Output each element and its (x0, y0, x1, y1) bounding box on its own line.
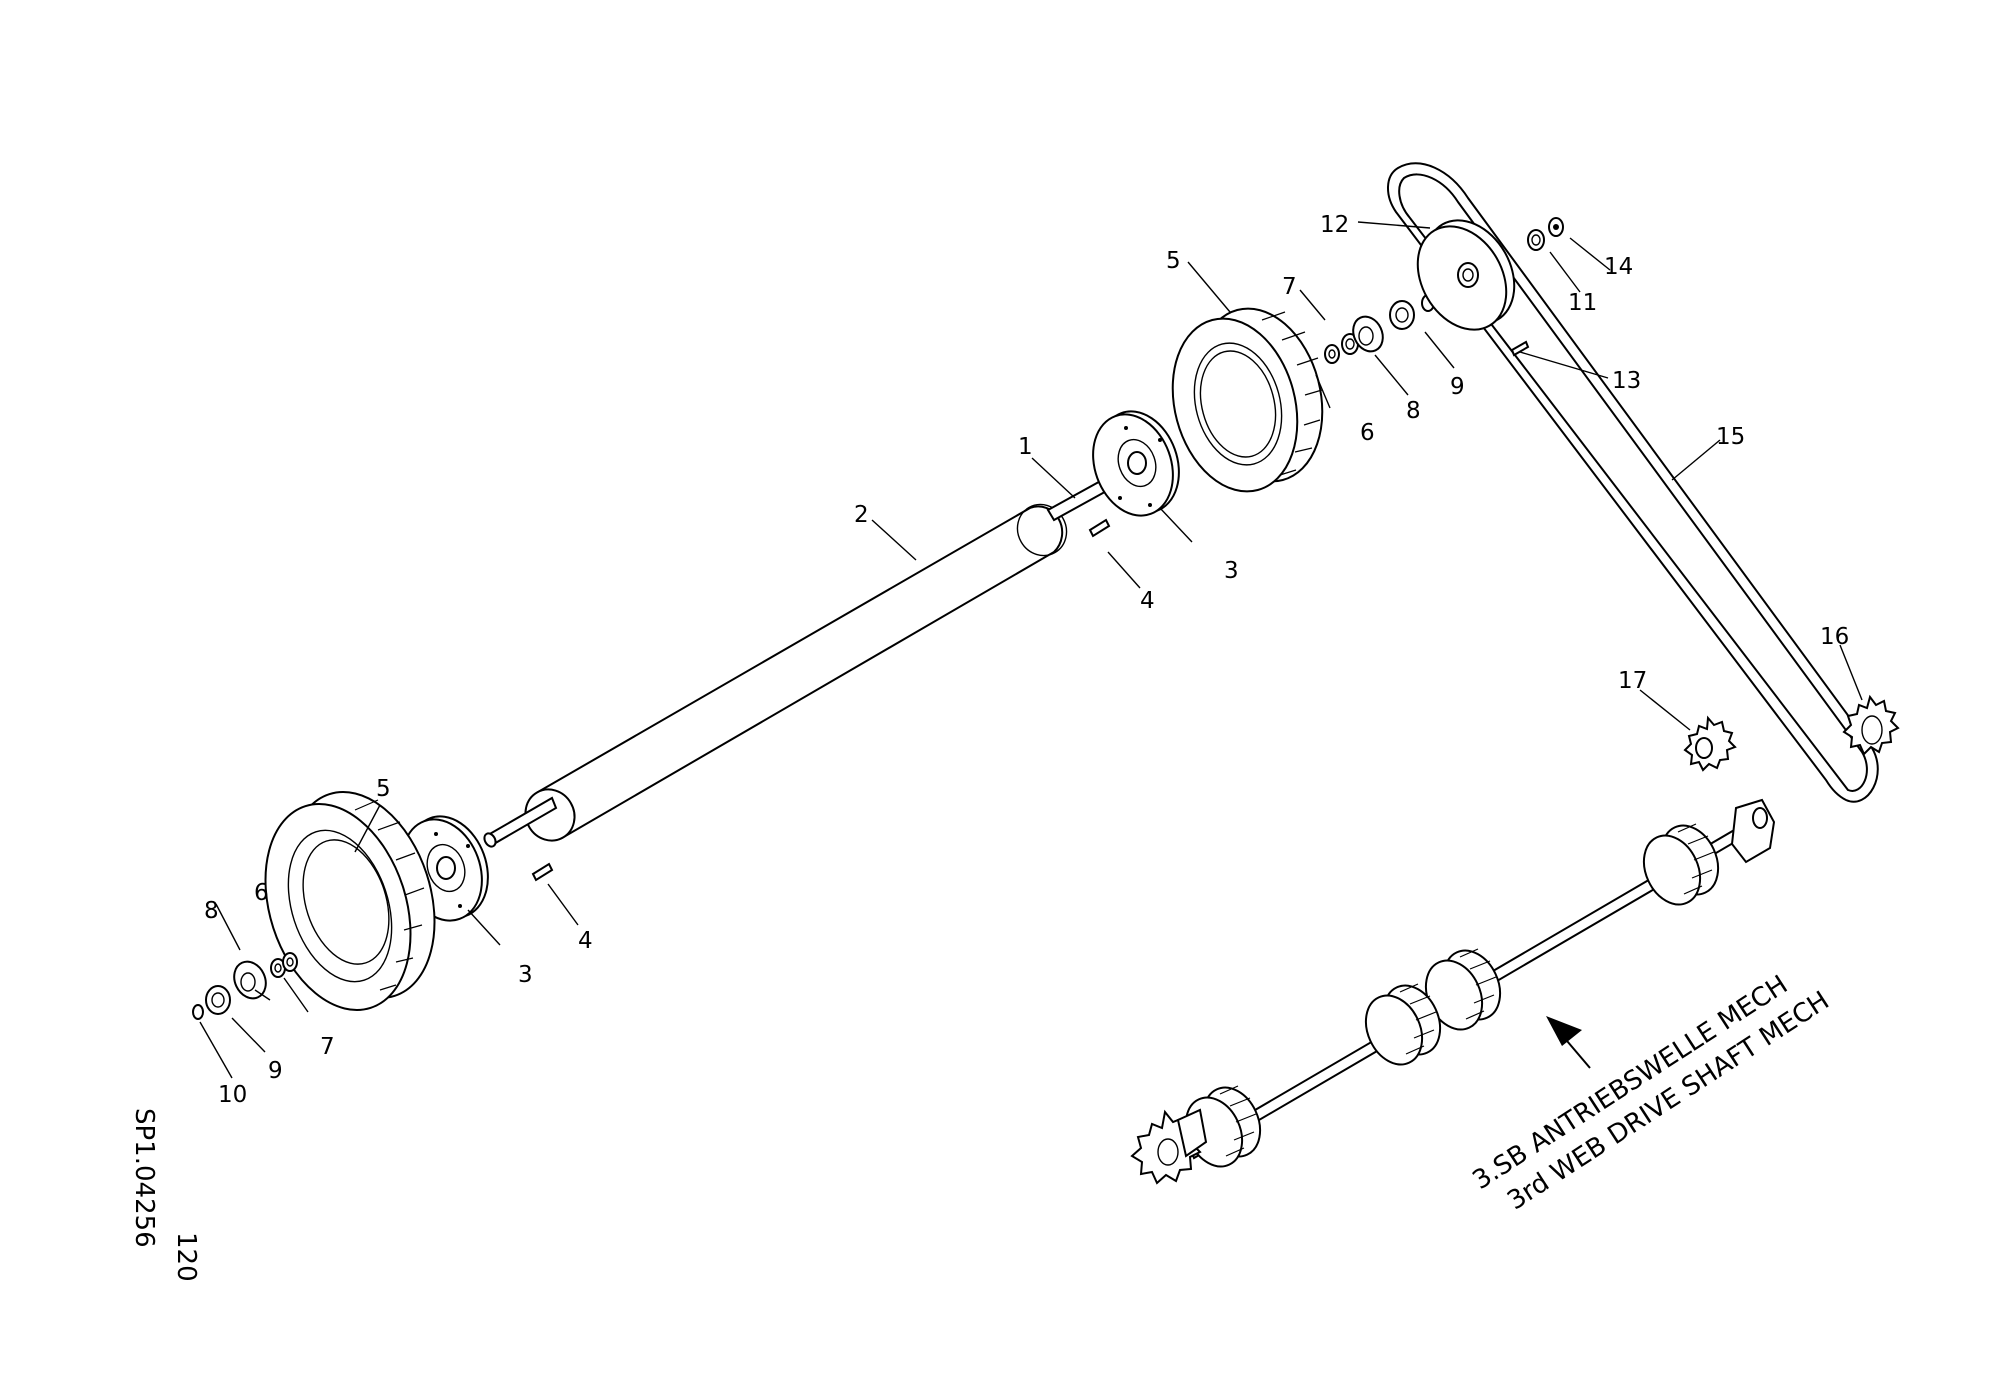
callout-3-left: 3 (518, 962, 533, 988)
callout-12: 12 (1320, 212, 1349, 238)
callout-labels: 1 2 3 4 5 6 7 8 9 10 11 12 13 14 15 16 1… (204, 212, 1849, 1108)
caption-line-german: 3.SB ANTRIEBSWELLE MECH (1467, 970, 1793, 1196)
callout-14: 14 (1604, 254, 1633, 280)
sheet-number: 120 (171, 1232, 201, 1282)
callout-9: 9 (1450, 374, 1465, 400)
callout-11: 11 (1568, 290, 1597, 316)
callout-7: 7 (1282, 274, 1297, 300)
pulley-key-part (1510, 340, 1530, 357)
drawing-reference: 120 (171, 1232, 201, 1282)
callout-9-left: 9 (268, 1058, 283, 1084)
callout-5-left: 5 (376, 776, 391, 802)
drawing-reference: SP1.04256 (129, 1108, 159, 1248)
callout-8-left: 8 (204, 898, 219, 924)
direction-arrow (1546, 1016, 1591, 1069)
callout-16: 16 (1820, 624, 1849, 650)
callout-3: 3 (1224, 558, 1239, 584)
gear-ring-part (1171, 307, 1324, 493)
callout-1: 1 (1018, 434, 1033, 460)
callout-10: 10 (218, 1082, 247, 1108)
bearing-plate-part (233, 960, 267, 1000)
washer-part (1324, 333, 1359, 364)
washer-part (270, 952, 298, 978)
flange-disc-part (1092, 410, 1180, 517)
drive-shaft-assembly (1130, 798, 1776, 1185)
callout-4: 4 (1140, 588, 1155, 614)
drive-belt-part (1387, 162, 1879, 803)
drawing-id: SP1.04256 (129, 1108, 159, 1248)
drive-wheel (1642, 823, 1720, 906)
drive-wheel (1184, 1085, 1262, 1168)
callout-17: 17 (1618, 668, 1647, 694)
mechanism-caption: 3.SB ANTRIEBSWELLE MECH 3rd WEB DRIVE SH… (1467, 970, 1834, 1216)
callout-2: 2 (854, 502, 869, 528)
callout-5: 5 (1166, 248, 1181, 274)
drive-wheel (1424, 948, 1502, 1031)
roller-tube-part (524, 503, 1068, 842)
gear-ring-part (264, 791, 436, 1011)
pulley-washer-part (1527, 229, 1545, 251)
bearing-plate-part (1352, 315, 1384, 353)
bearing-part (1389, 294, 1435, 330)
sprocket-part (1842, 694, 1900, 756)
shaft-sprocket (1130, 1108, 1208, 1185)
leader-lines (199, 221, 1863, 1079)
callout-8: 8 (1406, 398, 1421, 424)
key-part (531, 518, 1111, 882)
drive-wheel (1364, 983, 1442, 1066)
sprocket-part (1683, 715, 1737, 772)
callout-6: 6 (1360, 420, 1375, 446)
callout-4-left: 4 (578, 928, 593, 954)
bearing-part (192, 985, 231, 1020)
belt-pulley-part (1416, 219, 1516, 331)
callout-13: 13 (1612, 368, 1641, 394)
pulley-nut-part (1548, 217, 1564, 237)
callout-7-left: 7 (320, 1034, 335, 1060)
callout-15: 15 (1716, 424, 1745, 450)
callout-6-left: 6 (254, 880, 269, 906)
